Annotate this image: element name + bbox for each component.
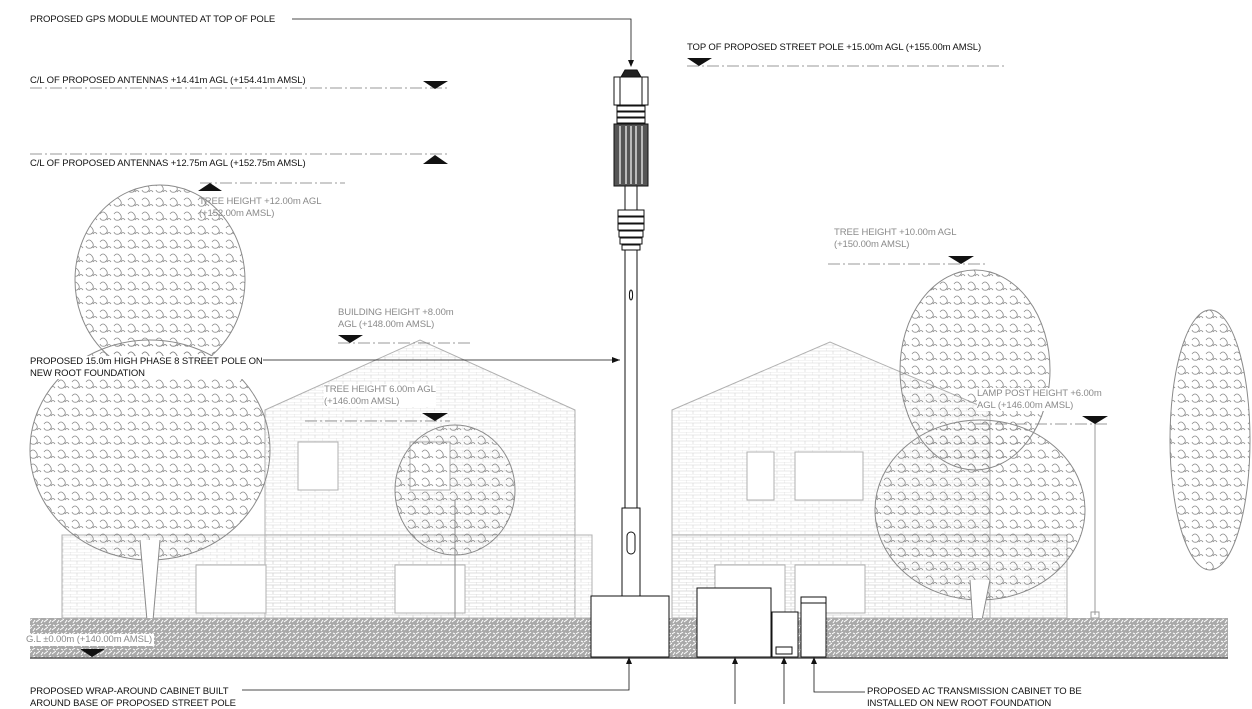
pole-label: PROPOSED 15.0m HIGH PHASE 8 STREET POLE …: [30, 356, 263, 379]
equipment-cabinet: [696, 587, 772, 658]
building-height-label: BUILDING HEIGHT +8.00m AGL (+148.00m AMS…: [338, 307, 454, 330]
lamp-post: [1090, 420, 1100, 619]
wrap-cabinet-label: PROPOSED WRAP-AROUND CABINET BUILT AROUN…: [30, 686, 236, 709]
antennas-lower-label: C/L OF PROPOSED ANTENNAS +12.75m AGL (+1…: [30, 158, 306, 169]
level-marker-down-icon: [948, 256, 974, 264]
tree-small-label: TREE HEIGHT 6.00m AGL (+146.00m AMSL): [324, 384, 436, 407]
tree-left: [29, 184, 271, 656]
level-marker-down-icon: [80, 649, 105, 657]
level-marker-up-icon: [423, 155, 448, 164]
wrap-around-cabinet: [590, 595, 670, 658]
antennas-upper-label: C/L OF PROPOSED ANTENNAS +14.41m AGL (+1…: [30, 75, 306, 86]
gps-module: [620, 69, 642, 78]
ac-transmission-cabinet: [800, 596, 827, 658]
level-marker-up-icon: [198, 183, 222, 191]
level-marker-down-icon: [422, 413, 448, 421]
gps-module-label: PROPOSED GPS MODULE MOUNTED AT TOP OF PO…: [30, 14, 276, 25]
arrowheads: [612, 60, 817, 664]
antenna-top: [613, 76, 649, 106]
top-of-pole-label: TOP OF PROPOSED STREET POLE +15.00m AGL …: [687, 42, 982, 53]
lamp-post-label: LAMP POST HEIGHT +6.00m AGL (+146.00m AM…: [977, 388, 1102, 411]
level-marker-down-icon: [1082, 416, 1108, 424]
level-marker-down-icon: [338, 335, 363, 343]
street-pole: [613, 69, 649, 601]
cabinets: [590, 587, 827, 658]
level-lines: [30, 65, 1110, 425]
tree-left-label: TREE HEIGHT +12.00m AGL (+152.00m AMSL): [199, 196, 322, 219]
tree-far-right: [1169, 309, 1251, 571]
antenna-lower: [617, 209, 645, 251]
level-marker-down-icon: [687, 58, 712, 66]
ac-cabinet-label: PROPOSED AC TRANSMISSION CABINET TO BE I…: [867, 686, 1082, 709]
tree-right: [874, 269, 1086, 656]
level-markers: [80, 58, 1108, 657]
ground-level-label: G.L ±0.00m (+140.00m AMSL): [24, 634, 155, 646]
level-marker-down-icon: [423, 81, 448, 89]
tree-right-label: TREE HEIGHT +10.00m AGL (+150.00m AMSL): [834, 227, 957, 250]
